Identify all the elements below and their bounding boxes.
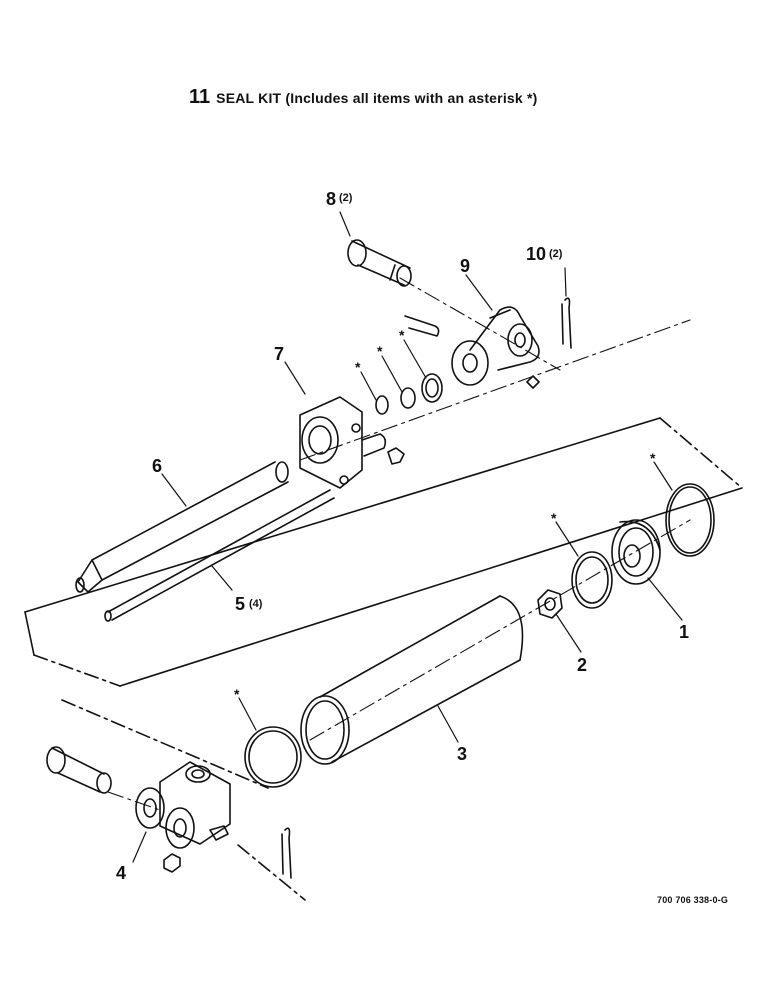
piston-nut <box>537 589 563 619</box>
asterisk-piston-seal: * <box>551 510 557 526</box>
explode-plane <box>24 417 743 901</box>
label-part-5: 5 <box>235 594 245 614</box>
label-part-7: 7 <box>274 344 284 364</box>
pin-bottom <box>46 746 112 794</box>
seal-kit-header: 11 SEAL KIT (Includes all items with an a… <box>189 86 537 109</box>
cotter-pin-bottom <box>281 827 292 879</box>
seal-kit-description: SEAL KIT (Includes all items with an ast… <box>216 90 538 106</box>
seal-kit-number: 11 <box>189 86 211 108</box>
label-part-8-qty: (2) <box>339 192 353 204</box>
asterisk-o-ring-left: * <box>234 686 240 702</box>
piston-seal <box>571 551 613 609</box>
label-part-10: 10 <box>526 244 546 264</box>
clevis-top <box>404 306 540 389</box>
label-part-1: 1 <box>679 622 689 642</box>
label-part-5-qty: (4) <box>249 598 263 610</box>
asterisk-seal-1: * <box>355 359 361 375</box>
center-lines <box>107 277 691 811</box>
piston <box>611 519 661 585</box>
piston-rod <box>75 461 289 593</box>
label-part-2: 2 <box>577 655 587 675</box>
asterisk-seal-3: * <box>399 327 405 343</box>
label-part-6: 6 <box>152 456 162 476</box>
asterisk-seal-2: * <box>377 343 383 359</box>
label-part-9: 9 <box>460 256 470 276</box>
drawing-code: 700 706 338-0-G <box>657 895 729 905</box>
barrel-tube <box>300 595 524 765</box>
tie-rod <box>104 489 335 622</box>
o-ring-right <box>665 483 715 557</box>
cap-clevis <box>135 761 231 873</box>
label-part-8: 8 <box>326 189 336 209</box>
part-labels: 8 (2) 9 10 (2) 7 6 5 (4) 1 2 3 4 * * * *… <box>116 189 689 883</box>
label-part-4: 4 <box>116 863 126 883</box>
cotter-pin-top <box>561 297 572 349</box>
seals-top <box>375 373 443 415</box>
o-ring-left <box>244 726 302 788</box>
asterisk-o-ring-right: * <box>650 450 656 466</box>
leader-lines <box>132 211 683 863</box>
label-part-10-qty: (2) <box>549 248 563 260</box>
pin-top <box>347 239 412 287</box>
label-part-3: 3 <box>457 744 467 764</box>
gland-head <box>299 396 405 489</box>
